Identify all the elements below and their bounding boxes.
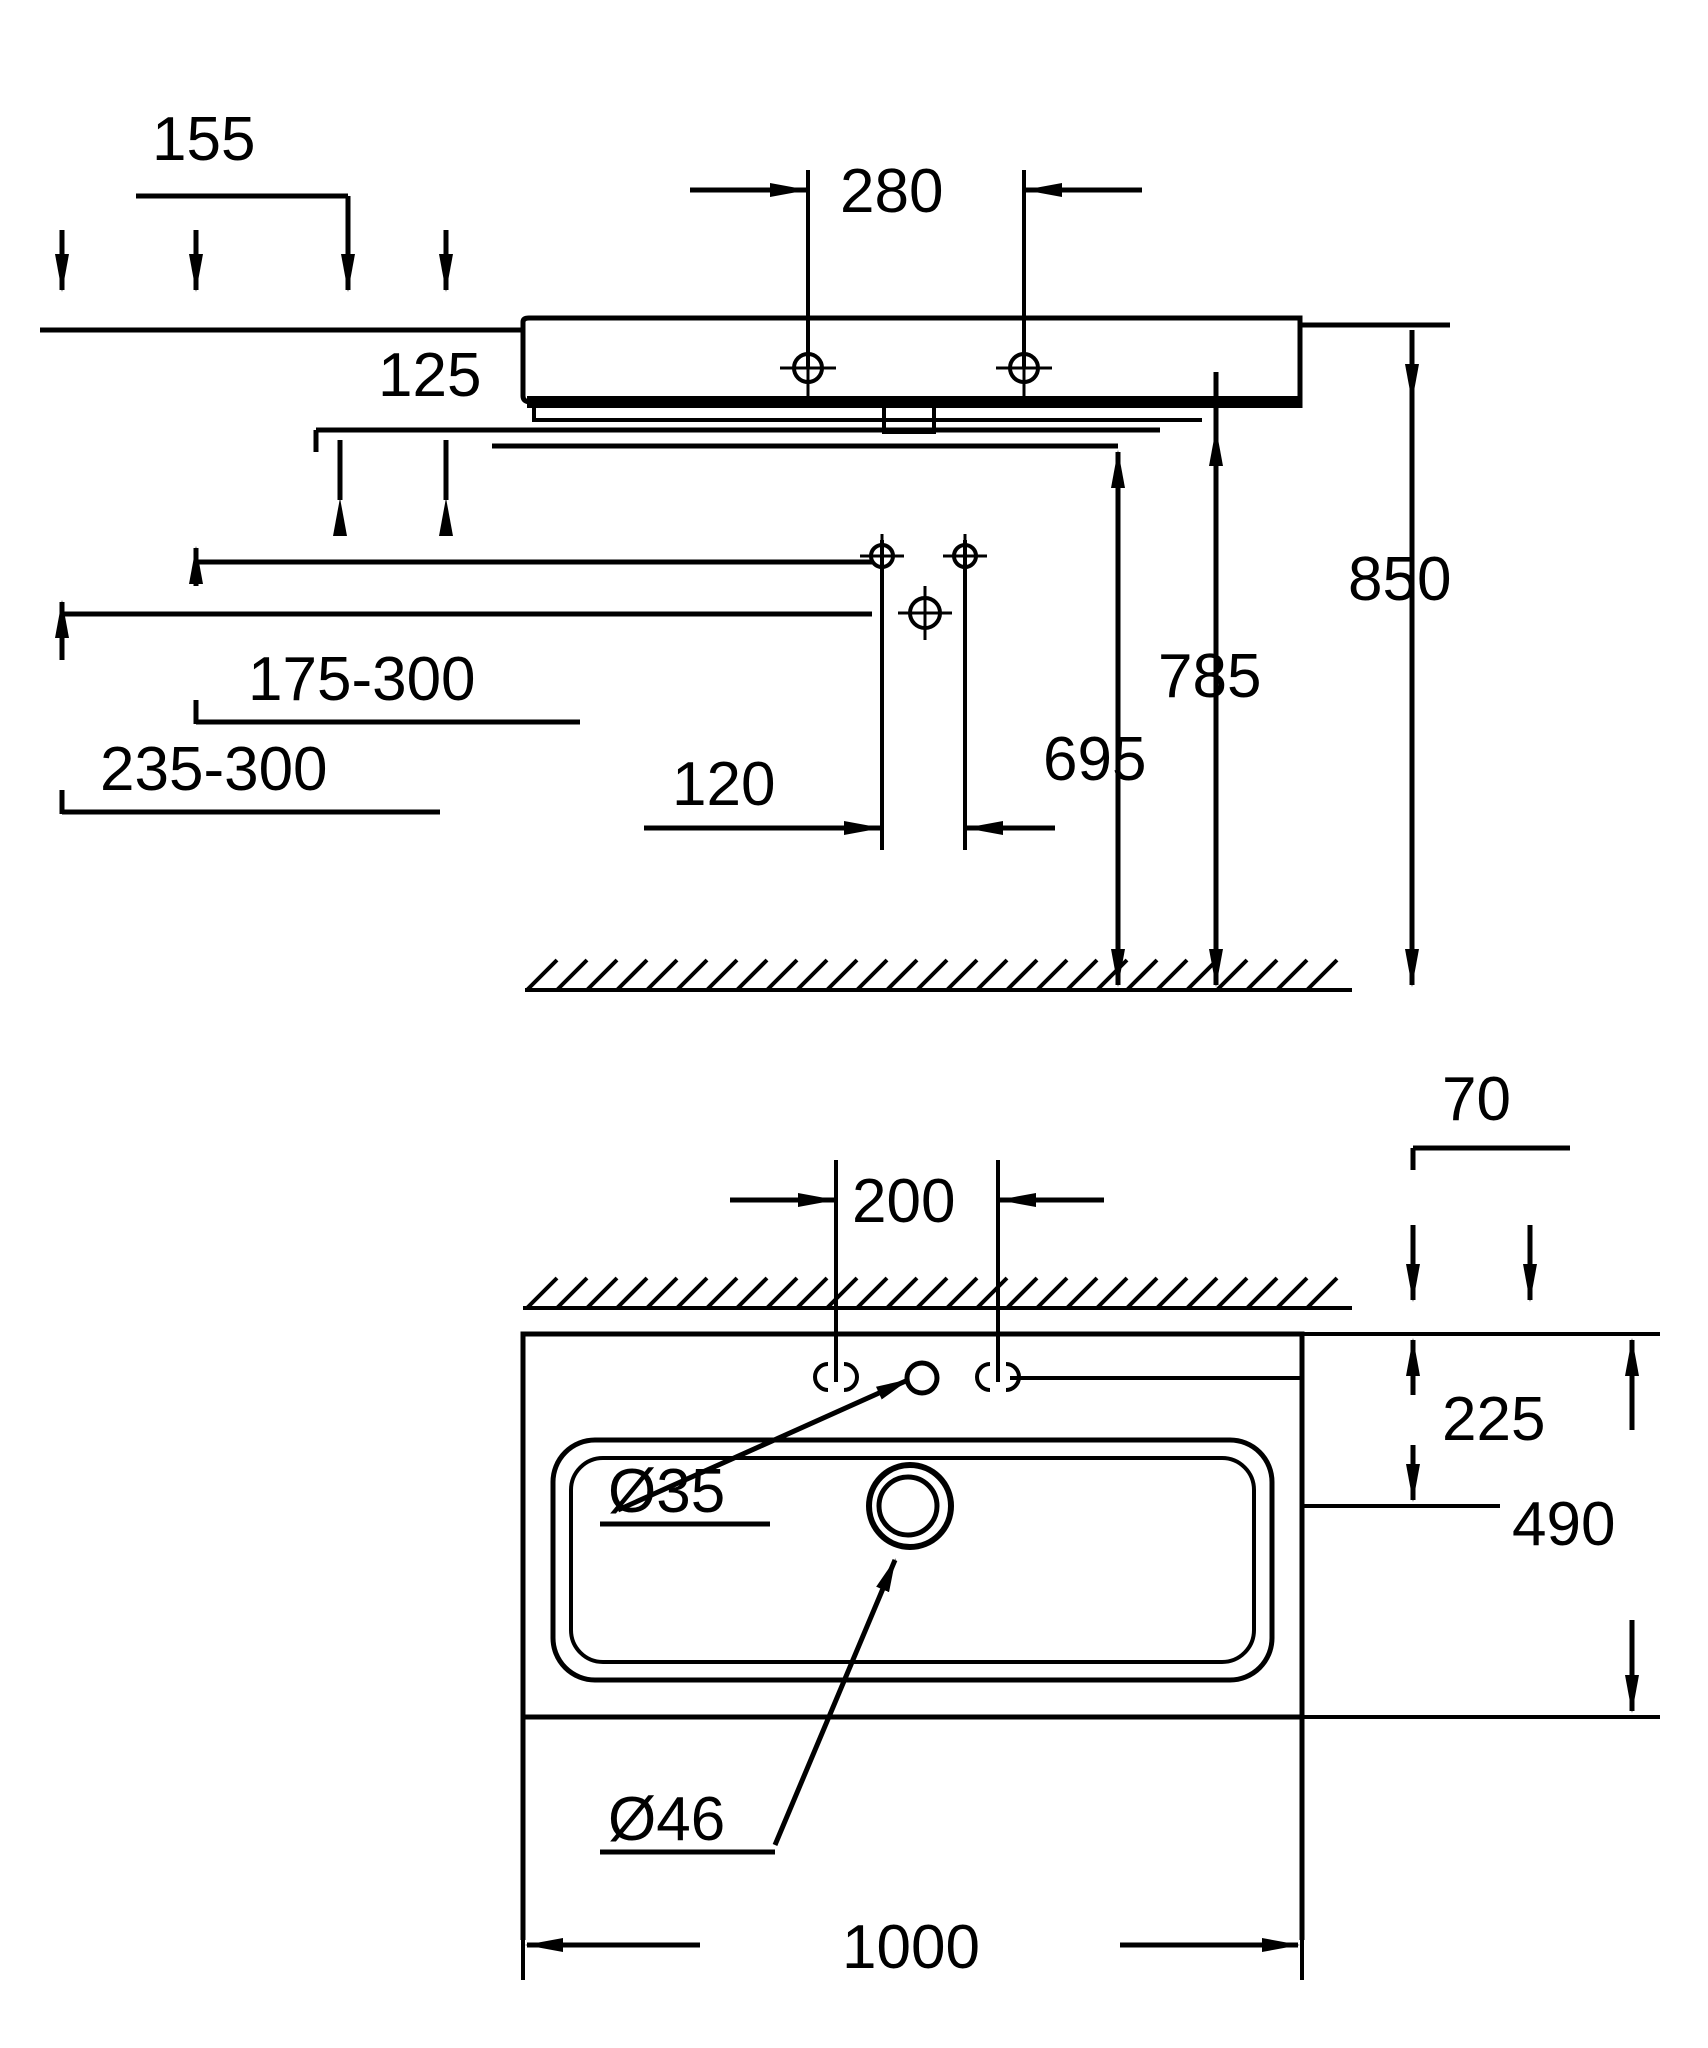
- dimension-120-label: 120: [672, 750, 775, 819]
- dimension-785: 785: [1158, 372, 1261, 987]
- callout-d35: Ø35: [600, 1377, 910, 1527]
- dimension-175-300-label: 175-300: [248, 645, 476, 714]
- dimension-235-300-label: 235-300: [100, 735, 328, 804]
- dimension-125-label: 125: [378, 341, 481, 410]
- dimension-225-label: 225: [1442, 1385, 1545, 1454]
- wall-hatching-front: [523, 1276, 1352, 1310]
- callout-d46-label: Ø46: [608, 1785, 725, 1854]
- dimension-280: 280: [690, 157, 1142, 368]
- drain-outlet-46-inner: [876, 1474, 940, 1538]
- dimension-70: 70: [1406, 1065, 1570, 1302]
- dimension-200: 200: [730, 1160, 1104, 1380]
- dimension-200-label: 200: [852, 1167, 955, 1236]
- dimension-1000: 1000: [521, 1717, 1304, 1982]
- floor-hatching-side: [525, 958, 1352, 992]
- dimension-280-label: 280: [840, 157, 943, 226]
- dimension-1000-label: 1000: [842, 1913, 980, 1982]
- dimension-695: 695: [492, 443, 1146, 987]
- dimension-785-label: 785: [1158, 642, 1261, 711]
- basin-bowl-inner: [569, 1456, 1256, 1664]
- dimension-490-label: 490: [1512, 1490, 1615, 1559]
- drain-outlet-46-outer: [866, 1462, 954, 1550]
- dimension-235-300: 235-300: [55, 600, 872, 815]
- dimension-175-300: 175-300: [189, 546, 872, 725]
- dimension-125: 125: [313, 341, 1160, 536]
- basin-bowl-outer: [550, 1437, 1275, 1683]
- basin-underside: [527, 396, 1302, 408]
- dimension-490: 490: [1302, 1332, 1660, 1719]
- dimension-155-label: 155: [152, 105, 255, 174]
- side-elevation-view: 155 280 125: [40, 105, 1451, 992]
- dimension-850: 850: [1300, 322, 1451, 987]
- front-elevation-view: Ø35 Ø46 200 70: [520, 1065, 1660, 1982]
- dimension-695-label: 695: [1043, 725, 1146, 794]
- dimension-850-label: 850: [1348, 545, 1451, 614]
- callout-d35-label: Ø35: [608, 1457, 725, 1526]
- side-top-arrows: [55, 230, 453, 292]
- dimension-155: 155: [136, 105, 351, 236]
- dimension-120: 120: [644, 540, 1055, 850]
- callout-d46: Ø46: [600, 1558, 898, 1855]
- dimension-70-label: 70: [1442, 1065, 1511, 1134]
